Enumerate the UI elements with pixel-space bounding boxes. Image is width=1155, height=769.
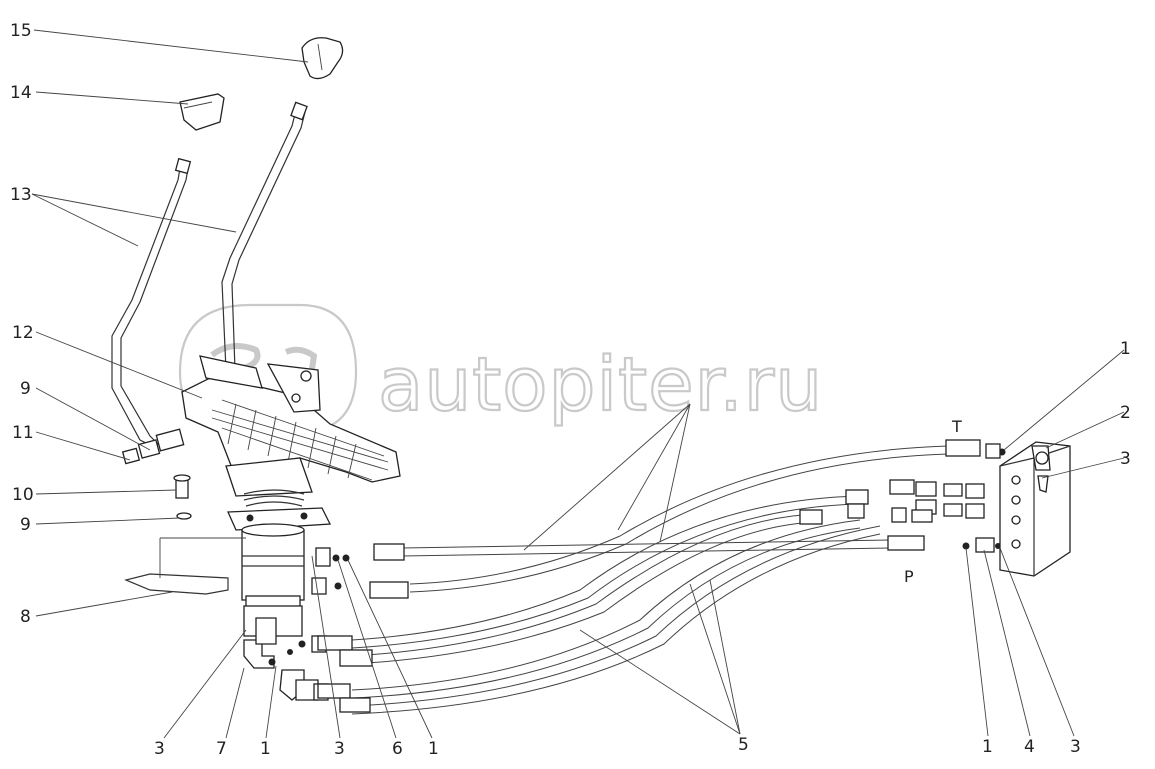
manifold-block [999,441,1071,577]
knob-14 [179,93,225,131]
callout-bottom-1a: 1 [260,739,271,759]
washer-9-lower [176,512,192,520]
knob-15 [301,37,344,80]
callout-14: 14 [10,83,32,103]
callout-right-2: 2 [1120,403,1131,423]
port-label-tank: T [951,417,962,436]
fittings-11-9 [121,428,185,465]
callout-bottom-3c: 3 [1070,737,1081,757]
lower-fittings [243,617,319,701]
gasket-8 [124,537,246,595]
callout-9-lower: 9 [20,515,31,535]
callout-bottom-6: 6 [392,739,403,759]
bolt-10 [173,474,191,499]
callout-bottom-1b: 1 [428,739,439,759]
pedal-assembly [181,355,401,531]
callout-bottom-4: 4 [1024,737,1035,757]
block-adapters [891,443,1006,553]
callout-11: 11 [12,423,34,443]
lever-right [221,101,308,371]
callout-13: 13 [10,185,32,205]
callout-8: 8 [20,607,31,627]
leader-lines [31,29,1125,739]
hose-bundle [317,439,981,715]
callout-15: 15 [10,21,32,41]
callouts: 15 14 13 12 9 11 10 9 8 3 7 1 3 6 1 5 1 … [10,21,1131,759]
callout-bottom-5: 5 [738,735,749,755]
callout-bottom-3b: 3 [334,739,345,759]
watermark-text: autopiter.ru [378,342,823,428]
callout-9-upper: 9 [20,379,31,399]
callout-10: 10 [12,485,34,505]
callout-bottom-7: 7 [216,739,227,759]
callout-right-3: 3 [1120,449,1131,469]
lever-left [111,157,192,447]
callout-bottom-3a: 3 [154,739,165,759]
callout-bottom-1c: 1 [982,737,993,757]
callout-12: 12 [12,323,34,343]
callout-right-1: 1 [1120,339,1131,359]
port-label-pressure: P [904,567,914,586]
watermark: autopiter.ru [178,303,823,434]
